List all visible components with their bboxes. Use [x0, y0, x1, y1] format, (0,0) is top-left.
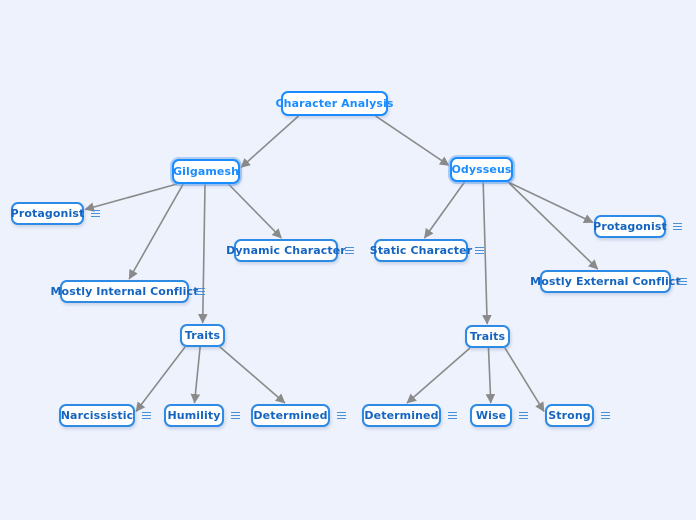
- node-label: Mostly External Conflict: [530, 275, 681, 288]
- node-label: Odysseus: [451, 163, 512, 176]
- mindmap-node-odysseus[interactable]: Odysseus: [450, 157, 513, 182]
- node-label: Determined: [364, 409, 439, 422]
- mindmap-node-gilgamesh[interactable]: Gilgamesh: [172, 159, 240, 184]
- note-lines-icon[interactable]: [196, 287, 205, 296]
- mindmap-node-g-traits[interactable]: Traits: [180, 324, 225, 347]
- node-label: Humility: [167, 409, 221, 422]
- mindmap-edge-o-traits-to-o-det: [406, 347, 471, 404]
- node-label: Wise: [475, 409, 507, 422]
- mindmap-edge-gilgamesh-to-g-conf: [128, 183, 184, 280]
- node-label: Determined: [253, 409, 328, 422]
- mindmap-node-root[interactable]: Character Analysis: [275, 91, 393, 116]
- note-lines-icon[interactable]: [345, 246, 354, 255]
- mindmap-edge-root-to-gilgamesh: [240, 115, 300, 169]
- mindmap-node-o-strong[interactable]: Strong: [545, 404, 594, 427]
- mindmap-node-g-det[interactable]: Determined: [251, 404, 330, 427]
- node-label: Mostly Internal Conflict: [50, 285, 199, 298]
- node-label: Dynamic Character: [226, 244, 346, 257]
- mindmap-node-o-prot[interactable]: Protagonist: [593, 215, 667, 238]
- mindmap-edge-o-traits-to-o-wise: [485, 347, 496, 404]
- note-lines-icon[interactable]: [601, 411, 610, 420]
- node-label: Protagonist: [593, 220, 667, 233]
- node-label: Character Analysis: [275, 97, 394, 110]
- mindmap-node-o-wise[interactable]: Wise: [470, 404, 512, 427]
- note-lines-icon[interactable]: [519, 411, 528, 420]
- note-lines-icon[interactable]: [475, 246, 484, 255]
- mindmap-node-g-conf[interactable]: Mostly Internal Conflict: [51, 280, 198, 303]
- mindmap-node-o-conf[interactable]: Mostly External Conflict: [530, 270, 681, 293]
- node-label: Narcissistic: [60, 409, 134, 422]
- mindmap-node-o-traits[interactable]: Traits: [465, 325, 510, 348]
- mindmap-edge-gilgamesh-to-g-dyn: [227, 183, 282, 239]
- mindmap-edge-odysseus-to-o-prot: [507, 181, 594, 224]
- note-lines-icon[interactable]: [231, 411, 240, 420]
- mindmap-node-g-prot[interactable]: Protagonist: [11, 202, 84, 225]
- note-lines-icon[interactable]: [337, 411, 346, 420]
- mindmap-node-o-static[interactable]: Static Character: [370, 239, 472, 262]
- note-lines-icon[interactable]: [142, 411, 151, 420]
- mindmap-edge-g-traits-to-g-hum: [190, 346, 201, 404]
- node-label: Traits: [469, 330, 506, 343]
- mindmap-edge-g-traits-to-g-det: [219, 346, 286, 404]
- mindmap-edge-odysseus-to-o-static: [423, 181, 466, 239]
- note-lines-icon[interactable]: [448, 411, 457, 420]
- mindmap-edge-o-traits-to-o-strong: [504, 347, 545, 413]
- mindmap-node-g-narc[interactable]: Narcissistic: [59, 404, 135, 427]
- node-label: Traits: [184, 329, 221, 342]
- note-lines-icon[interactable]: [91, 209, 100, 218]
- node-label: Strong: [548, 409, 591, 422]
- mindmap-edge-gilgamesh-to-g-prot: [84, 183, 178, 212]
- note-lines-icon[interactable]: [673, 222, 682, 231]
- mindmap-edge-g-traits-to-g-narc: [135, 346, 186, 413]
- mindmap-node-g-hum[interactable]: Humility: [164, 404, 224, 427]
- mindmap-edge-gilgamesh-to-g-traits: [198, 183, 208, 324]
- mindmap-edge-odysseus-to-o-conf: [507, 181, 599, 270]
- node-label: Static Character: [369, 244, 473, 257]
- node-label: Gilgamesh: [172, 165, 240, 178]
- mindmap-node-g-dyn[interactable]: Dynamic Character: [226, 239, 346, 262]
- note-lines-icon[interactable]: [678, 277, 687, 286]
- node-label: Protagonist: [10, 207, 85, 220]
- mindmap-node-o-det[interactable]: Determined: [362, 404, 441, 427]
- mindmap-edge-root-to-odysseus: [375, 115, 450, 167]
